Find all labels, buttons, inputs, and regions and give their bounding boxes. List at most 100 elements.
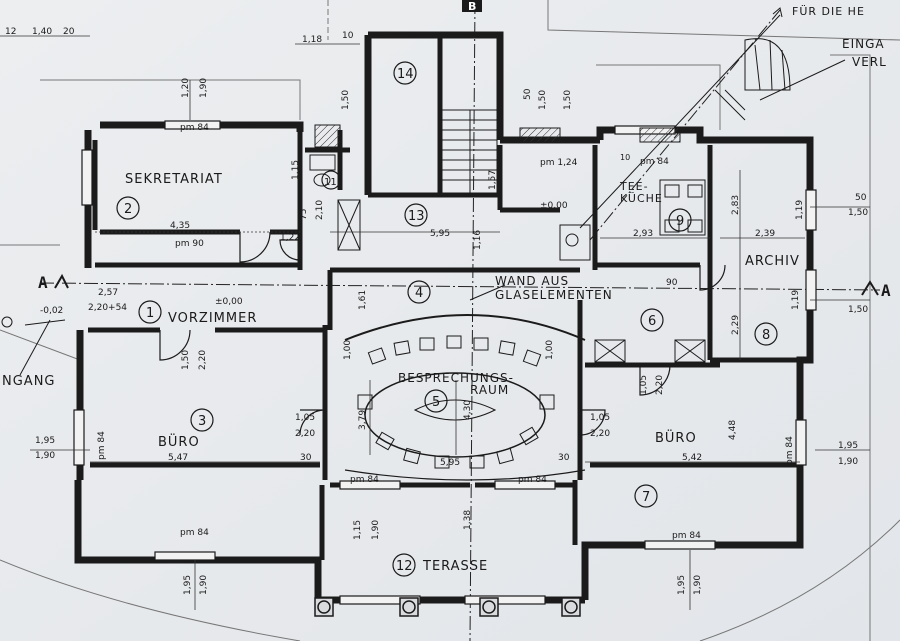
room-8-number: 8: [762, 328, 770, 343]
room-8-name: ARCHIV: [745, 254, 800, 269]
dim-2-93: 2,93: [633, 229, 653, 239]
section-a-right-label: A: [881, 281, 892, 300]
glass-wall-note-line1: WAND AUS: [495, 274, 569, 288]
room-9-name-line1: TEE-: [619, 180, 649, 193]
dim-1-90-right: 1,90: [838, 457, 858, 467]
vdim-1-90-terrace: 1,90: [371, 520, 381, 540]
terrace-columns: [314, 597, 581, 617]
dim-1-22: 1,22: [280, 233, 300, 243]
dim-level-zero-kitchen: ±0,00: [540, 201, 568, 211]
vdim-1-00-right: 1,00: [545, 340, 555, 360]
dim-1-40: 1,40: [32, 27, 52, 37]
dim-30-right: 30: [558, 453, 570, 463]
staircase: [441, 38, 791, 196]
dim-1-95-right: 1,95: [838, 441, 858, 451]
dim-5-95-table: 5,95: [440, 458, 460, 468]
dim-1-05-right: 1,05: [590, 413, 610, 423]
room-12-number: 12: [396, 559, 413, 574]
annotation-leaders: [1, 7, 846, 376]
vdim-1-61: 1,61: [358, 290, 368, 310]
room-9-number: 9: [676, 214, 684, 229]
dim-90: 90: [666, 278, 678, 288]
vdim-1-50-door: 1,50: [181, 350, 191, 370]
dim-10-kitchen: 10: [620, 153, 630, 162]
dim-pm84-kitchen: pm 84: [640, 157, 669, 167]
vdim-1-90-bottom-right: 1,90: [693, 575, 703, 595]
room-circles: [116, 61, 778, 577]
room-2-name: SEKRETARIAT: [125, 172, 223, 187]
top-right-note: FÜR DIE HE: [792, 5, 865, 18]
room-names: SEKRETARIAT VORZIMMER BÜRO BESPRECHUNGS-…: [2, 5, 887, 574]
section-marker-top: B: [462, 0, 482, 13]
dim-1-95-left: 1,95: [35, 436, 55, 446]
vdim-1-95-bottom-right: 1,95: [677, 575, 687, 595]
vdim-1-50-top-a: 1,50: [538, 90, 548, 110]
entrance-note-line1: EINGA: [842, 37, 885, 51]
section-b-label: B: [468, 0, 476, 13]
dimension-lines: [0, 35, 870, 610]
entrance-note: NGANG: [2, 374, 56, 389]
vdim-1-50-top-b: 1,50: [563, 90, 573, 110]
dim-2-20-left: 2,20: [295, 429, 315, 439]
vdim-2-10: 2,10: [315, 200, 325, 220]
vdim-1-57: 1,57: [488, 170, 498, 190]
room-3-name: BÜRO: [158, 433, 200, 450]
vdim-1-90-top: 1,90: [199, 78, 209, 98]
dim-pm84-office-left: pm 84: [180, 528, 209, 538]
dim-5-95: 5,95: [430, 229, 450, 239]
vdim-1-19-top: 1,19: [795, 200, 805, 220]
vdim-1-15-terrace: 1,15: [353, 520, 363, 540]
vdim-2-29: 2,29: [731, 315, 741, 335]
room-9-name-line2: KÜCHE: [620, 192, 663, 205]
room-12-name: TERASSE: [422, 559, 488, 574]
dim-30-left: 30: [300, 453, 312, 463]
section-marker-right: A: [861, 280, 892, 300]
room-13-number: 13: [408, 209, 425, 224]
dim-pm90: pm 90: [175, 239, 204, 249]
vdim-1-15: 1,15: [291, 160, 301, 180]
room-5-name-line1: BESPRECHUNGS-: [398, 371, 514, 385]
dim-2-57: 2,57: [98, 288, 118, 298]
vertical-dimension-labels: 1,20 1,90 1,15 75 2,10 1,61 1,00 1,00 3,…: [97, 78, 805, 595]
kitchen-furniture: [309, 154, 706, 363]
room-11-number: 11: [324, 177, 337, 188]
room-2-number: 2: [124, 202, 132, 217]
dim-2-20-right: 2,20: [590, 429, 610, 439]
vdim-1-00-left: 1,00: [343, 340, 353, 360]
section-marker-left: A: [38, 273, 69, 292]
vdim-75: 75: [299, 209, 309, 220]
dim-pm84-sekretariat: pm 84: [180, 123, 209, 133]
room-1-number: 1: [146, 306, 154, 321]
glass-wall-note-line2: GLASELEMENTEN: [495, 288, 613, 302]
vdim-1-16: 1,16: [473, 230, 483, 250]
vdim-1-95-bottom-left: 1,95: [183, 575, 193, 595]
vdim-2-20-door-b: 2,20: [655, 375, 665, 395]
vdim-1-38: 1,38: [463, 510, 473, 530]
dim-1-90-left: 1,90: [35, 451, 55, 461]
dimension-labels: 12 1,40 20 1,18 10 pm 84 pm 90 4,35 5,95…: [5, 27, 868, 541]
dim-1-18: 1,18: [302, 35, 322, 45]
vdim-1-90-bottom-left: 1,90: [199, 575, 209, 595]
dim-2-39: 2,39: [755, 229, 775, 239]
doors: [159, 231, 726, 436]
vdim-4-30: 4,30: [463, 400, 473, 420]
dim-2-20-54: 2,20+54: [88, 303, 127, 313]
dim-1-50-right: 1,50: [848, 208, 868, 218]
dim-4-35: 4,35: [170, 221, 190, 231]
room-5-name-line2: RAUM: [470, 383, 509, 397]
room-3-number: 3: [198, 414, 206, 429]
vdim-1-50-top-c: 1,50: [341, 90, 351, 110]
vdim-1-05-door: 1,05: [639, 375, 649, 395]
dim-level-minus: -0,02: [40, 306, 63, 316]
entrance-note-line2: VERL: [852, 55, 887, 69]
vdim-pm84-right: pm 84: [785, 436, 795, 465]
vdim-3-79: 3,79: [358, 410, 368, 430]
dim-1-50-right-b: 1,50: [848, 305, 868, 315]
dim-pm84-meeting-right: pm 84: [518, 475, 547, 485]
dim-pm84-office-right: pm 84: [672, 531, 701, 541]
room-4-number: 4: [415, 286, 423, 301]
room-7-number: 7: [642, 490, 650, 505]
hatched-walls: [314, 124, 681, 148]
